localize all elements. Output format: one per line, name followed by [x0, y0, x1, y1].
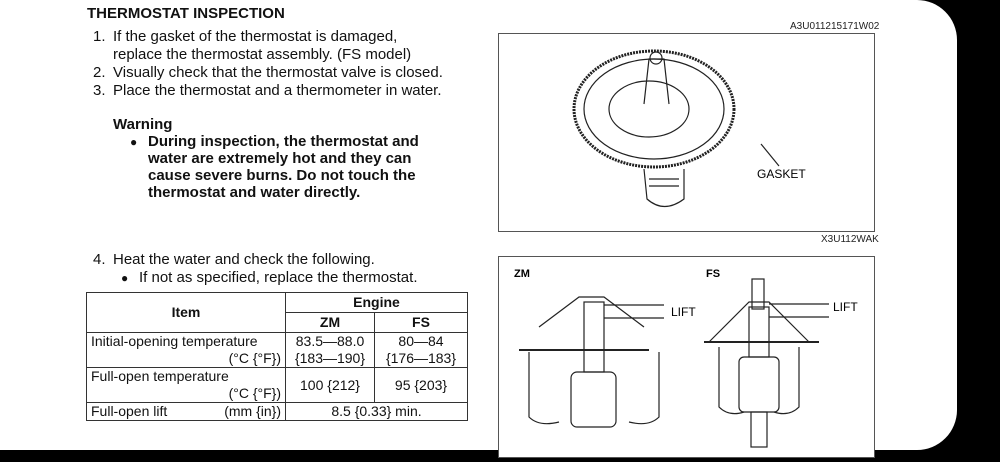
warning-text: cause severe burns. Do not touch the [148, 167, 416, 184]
step-text: If the gasket of the thermostat is damag… [113, 28, 398, 45]
cell-value: 8.5 {0.33} min. [285, 402, 468, 421]
warning-heading: Warning [113, 116, 173, 133]
step-number: 3. [93, 82, 106, 99]
table-row: Full-open lift (mm {in}) 8.5 {0.33} min. [86, 402, 468, 421]
cell-value: 83.5—88.0 [295, 333, 365, 349]
step-text: Place the thermostat and a thermometer i… [113, 82, 442, 99]
thermostat-gasket-figure: GASKET [498, 33, 875, 232]
cell-value: {183—190} [294, 350, 366, 366]
zm-label: ZM [514, 268, 530, 280]
table-row: Initial-opening temperature(°C {°F}) 83.… [86, 332, 468, 368]
fs-header: FS [374, 312, 468, 333]
cell-value: 80—84 [398, 333, 444, 349]
figure-code: A3U011215171W02 [790, 21, 880, 32]
zm-header: ZM [285, 312, 375, 333]
warning-text: water are extremely hot and they can [148, 150, 412, 167]
lift-figure: ZM FS LIFT LIFT [498, 256, 875, 458]
item-header: Item [86, 292, 286, 333]
step-bullet-text: If not as specified, replace the thermos… [139, 269, 418, 286]
cell-value: 95 {203} [374, 367, 468, 403]
fs-lift-label: LIFT [833, 300, 858, 314]
zm-lift-label: LIFT [671, 305, 696, 319]
lift-illustration: ZM FS LIFT LIFT [514, 268, 858, 448]
engine-header: Engine [285, 292, 468, 313]
step-text: Heat the water and check the following. [113, 251, 375, 268]
row-item: Initial-opening temperature [91, 333, 258, 349]
fs-label: FS [706, 268, 720, 280]
cell-value: 100 {212} [285, 367, 375, 403]
section-title: THERMOSTAT INSPECTION [87, 5, 285, 22]
row-item: Full-open lift [91, 403, 168, 419]
row-unit: (°C {°F}) [228, 385, 281, 401]
gasket-label: GASKET [757, 167, 806, 181]
row-unit: (mm {in}) [224, 403, 281, 419]
thermostat-illustration: GASKET [572, 49, 806, 208]
row-item: Full-open temperature [91, 368, 229, 384]
row-unit: (°C {°F}) [228, 350, 281, 366]
warning-text: thermostat and water directly. [148, 184, 361, 201]
cell-value: {176—183} [385, 350, 457, 366]
step-number: 4. [93, 251, 106, 268]
manual-page: THERMOSTAT INSPECTION 1. If the gasket o… [0, 0, 957, 458]
bullet-icon: ● [130, 135, 138, 149]
step-number: 1. [93, 28, 106, 45]
step-text: Visually check that the thermostat valve… [113, 64, 443, 81]
warning-text: During inspection, the thermostat and [148, 133, 419, 150]
step-text: replace the thermostat assembly. (FS mod… [113, 46, 412, 63]
table-row: Full-open temperature(°C {°F}) 100 {212}… [86, 367, 468, 403]
step-number: 2. [93, 64, 106, 81]
figure-code: X3U112WAK [821, 234, 879, 245]
bullet-icon: ● [121, 271, 129, 285]
